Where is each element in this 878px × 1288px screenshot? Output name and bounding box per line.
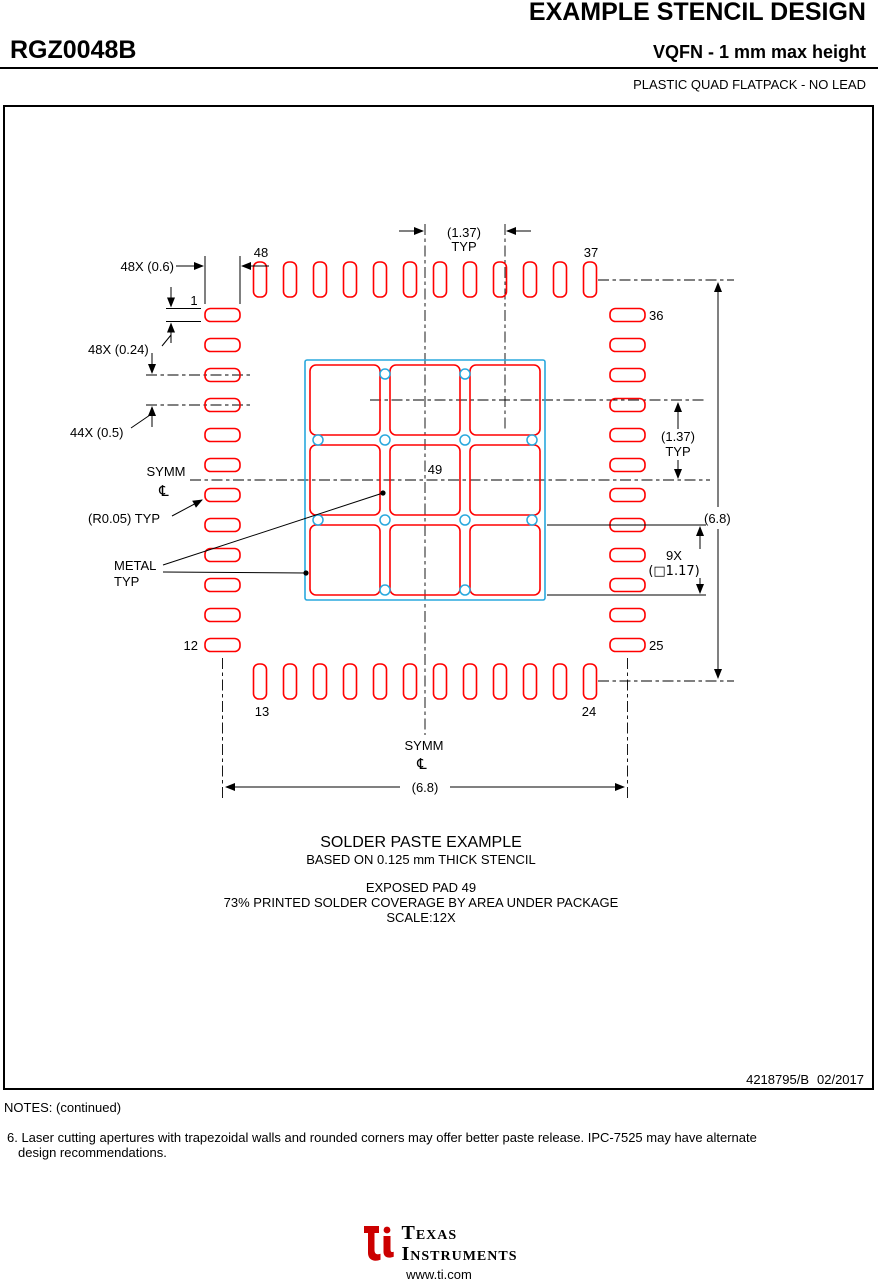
symm-left-label: SYMM: [147, 464, 186, 479]
epad-pitch-right-dim: (1.37): [661, 429, 695, 444]
package-type: VQFN - 1 mm max height: [652, 42, 866, 62]
notes-heading: NOTES: (continued): [4, 1100, 122, 1115]
epad-pitch-right-typ: TYP: [665, 444, 690, 459]
pin-36-label: 36: [649, 308, 663, 323]
centerline-symbol-left: ℄: [158, 482, 169, 500]
doc-number: 4218795/B: [746, 1072, 809, 1087]
page-title: EXAMPLE STENCIL DESIGN: [528, 0, 866, 26]
aperture-pitch-dim: 44X (0.5): [70, 425, 123, 440]
footer: Texas Instruments www.ti.com: [0, 1222, 878, 1282]
pin-37-label: 37: [584, 245, 598, 260]
epad-size-dim: (□1.17): [648, 564, 699, 579]
note-6-line2: design recommendations.: [18, 1145, 167, 1160]
metal-typ-label: TYP: [114, 574, 139, 589]
doc-date: 02/2017: [817, 1072, 864, 1087]
pin-24-label: 24: [582, 704, 596, 719]
pin-48-label: 48: [254, 245, 268, 260]
epad-pitch-top-typ: TYP: [451, 239, 476, 254]
epad-count-dim: 9X: [666, 548, 682, 563]
dimension-lines: [130, 227, 722, 791]
overall-width-right-dim: (6.8): [704, 511, 731, 526]
drawing-border: [3, 105, 874, 1090]
epad-pitch-top-dim: (1.37): [447, 225, 481, 240]
ti-brand-texas: Texas: [401, 1222, 458, 1244]
ti-brand-instruments: Instruments: [401, 1243, 518, 1265]
metal-label: METAL: [114, 558, 156, 573]
epad-outline: [304, 359, 546, 601]
caption-title: SOLDER PASTE EXAMPLE: [320, 834, 522, 851]
pin-49-label: 49: [428, 462, 442, 477]
package-description: PLASTIC QUAD FLATPACK - NO LEAD: [633, 77, 866, 92]
ti-logo-icon: [364, 1226, 395, 1261]
centerlines: [146, 224, 734, 798]
header-divider: [0, 67, 878, 69]
ti-logo-wordmark: Texas Instruments: [401, 1223, 517, 1265]
pin-13-label: 13: [255, 704, 269, 719]
caption-exposed-pad: EXPOSED PAD 49: [366, 880, 476, 895]
pin-1-label: 1: [190, 293, 197, 308]
centerline-symbol-bottom: ℄: [416, 755, 427, 773]
symm-bottom-label: SYMM: [405, 738, 444, 753]
ti-logo: Texas Instruments: [360, 1222, 517, 1266]
note-6-line1: 6. Laser cutting apertures with trapezoi…: [7, 1130, 757, 1145]
footer-url[interactable]: www.ti.com: [406, 1267, 472, 1282]
caption-coverage: 73% PRINTED SOLDER COVERAGE BY AREA UNDE…: [224, 895, 619, 910]
caption-scale: SCALE:12X: [386, 910, 456, 925]
pin-12-label: 12: [184, 638, 198, 653]
overall-width-bottom-dim: (6.8): [412, 780, 439, 795]
pin-25-label: 25: [649, 638, 663, 653]
drawing-labels: 48 37 (1.37) TYP 48X (0.6) 1 48X (0.24) …: [70, 225, 864, 1087]
corner-radius-dim: (R0.05) TYP: [88, 511, 160, 526]
aperture-length-dim: 48X (0.6): [121, 259, 174, 274]
exposed-pad-area: [304, 359, 546, 601]
caption-stencil-thickness: BASED ON 0.125 mm THICK STENCIL: [306, 852, 536, 867]
aperture-width-dim: 48X (0.24): [88, 342, 149, 357]
part-number: RGZ0048B: [10, 36, 137, 64]
